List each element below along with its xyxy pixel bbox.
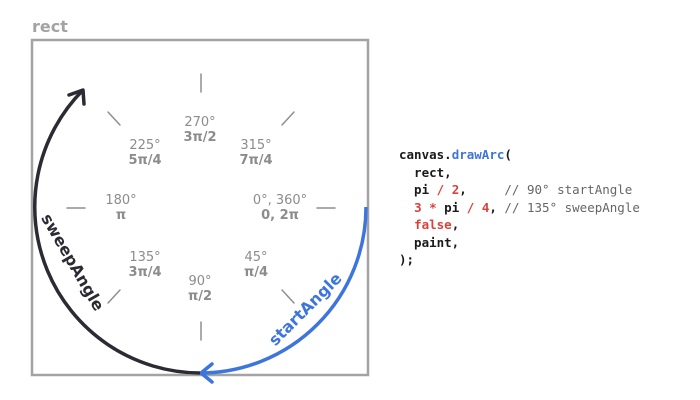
code-arg-paint: paint, (399, 234, 460, 250)
angle-180-rad: π (116, 208, 126, 223)
code-open-paren: ( (504, 147, 512, 162)
code-snippet: canvas.drawArc( rect, pi / 2, // 90° sta… (399, 146, 640, 269)
code-arg-rect: rect, (399, 164, 452, 180)
code-pi: pi (436, 199, 467, 215)
tick-225 (107, 111, 121, 126)
code-divide-op: / (436, 182, 445, 197)
rect-label: rect (32, 17, 68, 36)
code-false-keyword: false (414, 217, 452, 232)
code-space (444, 182, 452, 197)
code-number-4: 4 (481, 199, 490, 215)
code-comment-start: // 90° startAngle (466, 182, 633, 197)
code-object: canvas. (399, 147, 452, 162)
tick-45 (281, 289, 295, 304)
angle-180-deg: 180° (105, 193, 136, 208)
code-space (474, 200, 482, 215)
start-angle-arc (199, 206, 368, 375)
angle-45-rad: π/4 (244, 265, 268, 280)
angle-labels: 270° 3π/2 315° 7π/4 0°, 360° 0, 2π 45° π… (105, 115, 307, 304)
code-close-paren: ); (399, 252, 415, 267)
angle-315-deg: 315° (240, 138, 271, 153)
code-number-2: 2 (451, 182, 460, 197)
sweep-angle-label: sweepAngle (37, 210, 108, 314)
code-indent (399, 200, 414, 215)
angle-90-deg: 90° (188, 274, 211, 289)
angle-270-rad: 3π/2 (183, 130, 216, 145)
code-pi: pi (399, 182, 437, 197)
code-comma: , (489, 199, 497, 215)
code-comment-sweep: // 135° sweepAngle (496, 199, 640, 215)
angle-0-rad: 0, 2π (261, 208, 299, 223)
tick-135 (107, 289, 121, 304)
tick-315 (281, 111, 295, 126)
angle-315-rad: 7π/4 (239, 153, 272, 168)
angle-135-deg: 135° (129, 250, 160, 265)
code-function-name: drawArc (451, 147, 505, 162)
code-number-3: 3 (414, 199, 422, 215)
code-indent (399, 217, 414, 232)
code-space (422, 200, 430, 215)
code-multiply-op: * (429, 199, 437, 215)
angle-135-rad: 3π/4 (128, 265, 161, 280)
angle-0-deg: 0°, 360° (253, 193, 307, 208)
angle-90-rad: π/2 (188, 289, 212, 304)
code-comma: , (459, 182, 467, 197)
rect-frame (30, 38, 370, 377)
angle-45-deg: 45° (244, 250, 267, 265)
sweep-angle-arc (33, 88, 201, 375)
angle-225-deg: 225° (129, 138, 160, 153)
angle-ticks (66, 73, 336, 341)
code-comma: , (451, 217, 460, 232)
sweep-angle-arrowhead (67, 88, 86, 106)
angle-270-deg: 270° (184, 115, 215, 130)
start-angle-arrowhead (199, 362, 214, 384)
angle-225-rad: 5π/4 (128, 153, 161, 168)
code-divide-op: / (466, 199, 475, 215)
